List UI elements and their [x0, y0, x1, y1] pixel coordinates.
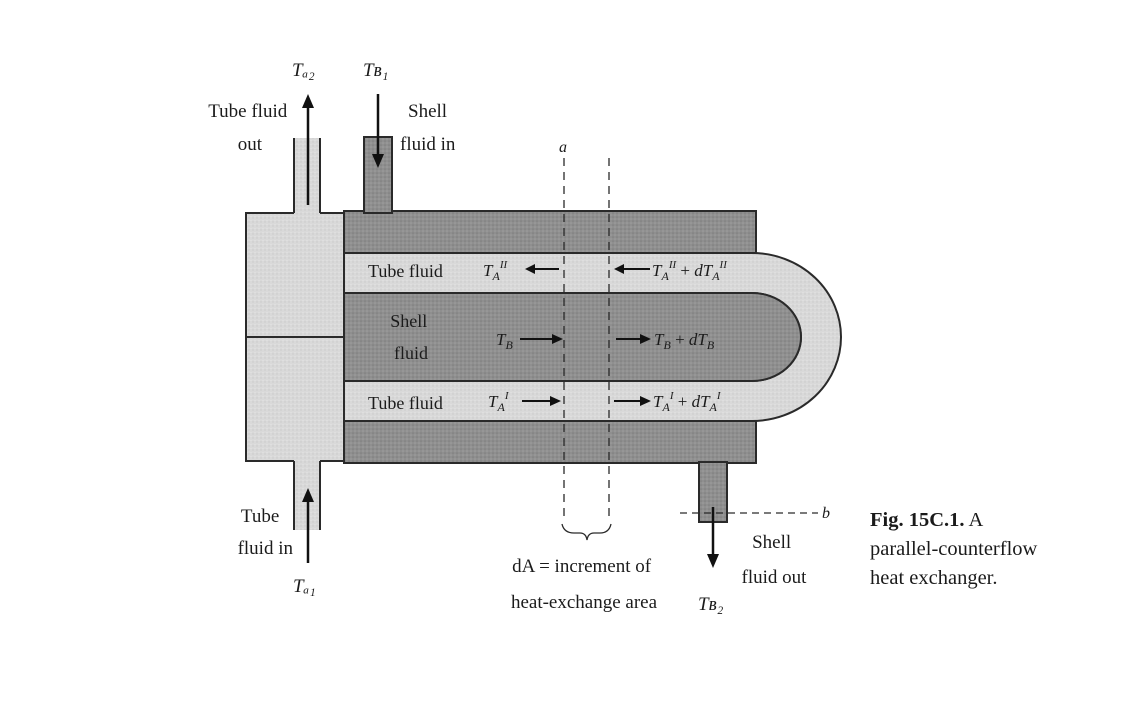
label-tube-fluid-top: Tube fluid	[368, 261, 443, 281]
arrow-bot-right	[614, 396, 651, 406]
label-tube-fluid-in: Tube fluid in	[238, 506, 294, 559]
label-tb2: Tʙ₂	[698, 594, 724, 615]
label-area-increment: dA = increment of heat-exchange area	[511, 556, 658, 613]
caption-fig-number: Fig. 15C.1.	[870, 509, 965, 531]
caption-line-2: parallel-counterflow	[870, 538, 1038, 560]
label-ta2: Tₐ₂	[292, 60, 315, 81]
label-tube-fluid-out: Tube fluid out	[208, 101, 292, 155]
label-shell-fluid-center: Shell fluid	[390, 311, 432, 363]
label-shell-fluid-in: Shell fluid in	[400, 101, 456, 155]
arrow-mid-left	[520, 334, 563, 344]
label-section-a: a	[559, 139, 567, 156]
arrow-mid-right	[616, 334, 651, 344]
label-section-b: b	[822, 505, 830, 522]
figure-caption: Fig. 15C.1. A parallel-counterflow heat …	[870, 506, 1120, 593]
arrow-top-left	[525, 264, 559, 274]
flow-label-bottom-in: TAI	[488, 390, 510, 414]
label-tube-fluid-bottom: Tube fluid	[368, 393, 443, 413]
shell-bottom	[343, 420, 757, 464]
caption-line-3: heat exchanger.	[870, 567, 998, 589]
arrow-tube-in	[302, 488, 314, 563]
shell-middle	[343, 292, 802, 382]
flow-label-middle-out: TB + dTB	[654, 330, 715, 352]
arrow-shell-out	[707, 507, 719, 568]
arrow-bot-left	[522, 396, 561, 406]
caption-line-1: A	[968, 509, 984, 531]
label-tb1: Tʙ₁	[363, 60, 388, 81]
area-brace	[561, 523, 612, 541]
flow-label-top-out: TAII + dTAII	[652, 259, 728, 283]
label-shell-fluid-out: Shell fluid out	[742, 532, 808, 588]
arrow-top-right	[614, 264, 650, 274]
arrow-shell-in	[372, 94, 384, 168]
shell-top	[343, 210, 757, 254]
arrow-tube-out	[302, 94, 314, 205]
label-ta1: Tₐ₁	[293, 576, 316, 597]
